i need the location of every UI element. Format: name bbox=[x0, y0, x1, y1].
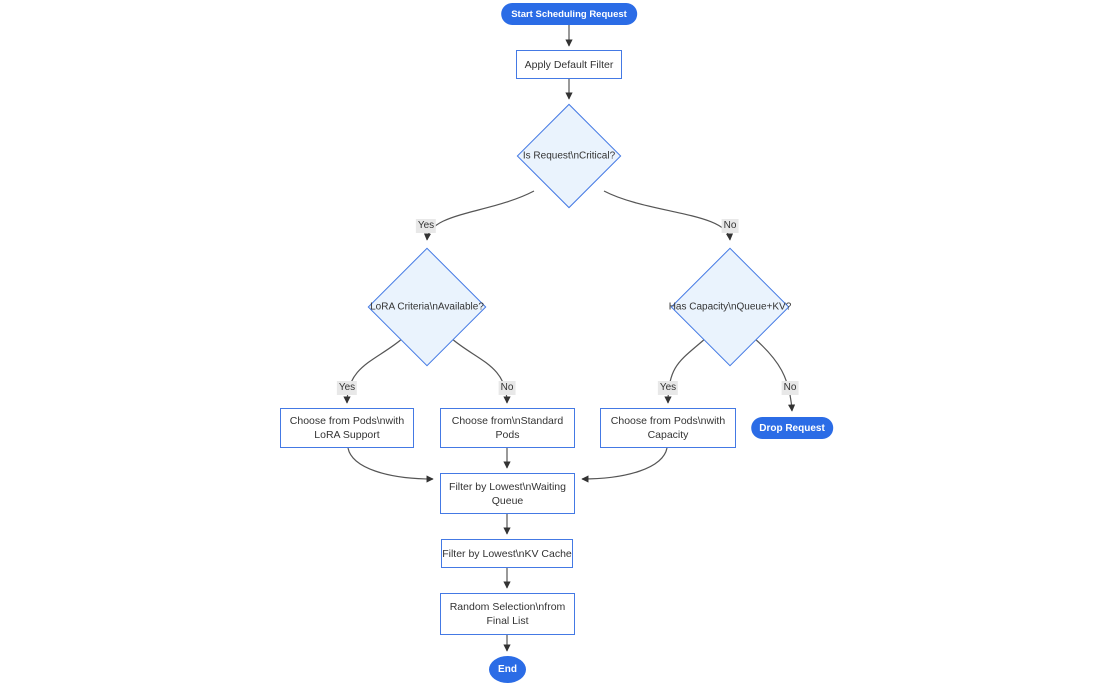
edge-label-capacity-no: No bbox=[781, 381, 799, 395]
node-start: Start Scheduling Request bbox=[501, 3, 637, 25]
node-filter-kv-cache: Filter by Lowest\nKV Cache bbox=[441, 539, 573, 568]
node-drop-request: Drop Request bbox=[751, 417, 833, 439]
node-end: End bbox=[489, 656, 526, 683]
node-label: Random Selection\nfrom bbox=[449, 601, 566, 613]
node-label: Has Capacity\nQueue+KV? bbox=[668, 301, 792, 313]
node-label: LoRA Criteria\nAvailable? bbox=[370, 301, 484, 313]
decision-has-capacity-queue-kv: Has Capacity\nQueue+KV? bbox=[669, 247, 791, 367]
edge-label-lora-no: No bbox=[498, 381, 516, 395]
node-label: Final List bbox=[486, 615, 529, 627]
node-label: Capacity bbox=[647, 429, 689, 441]
node-label: Queue bbox=[491, 494, 524, 507]
node-label: Choose from\nStandard bbox=[451, 415, 564, 427]
node-choose-lora-pods: Choose from Pods\nwith LoRA Support bbox=[280, 408, 414, 448]
edge-lorapods-to-filterqueue bbox=[347, 447, 434, 483]
node-label: Choose from Pods\nwith bbox=[289, 415, 405, 427]
node-label: Is Request\nCritical? bbox=[522, 150, 616, 162]
edge-label-critical-yes: Yes bbox=[415, 219, 437, 233]
edge-label-critical-no: No bbox=[721, 219, 739, 233]
node-filter-waiting-queue: Filter by Lowest\nWaiting Queue bbox=[440, 473, 575, 514]
node-label: Pods bbox=[495, 429, 520, 441]
node-choose-capacity-pods: Choose from Pods\nwith Capacity bbox=[600, 408, 736, 448]
edge-capacity-no bbox=[753, 337, 796, 412]
decision-lora-criteria-available: LoRA Criteria\nAvailable? bbox=[367, 247, 487, 367]
edge-critical-yes bbox=[423, 190, 535, 241]
edge-label-capacity-yes: Yes bbox=[657, 381, 679, 395]
node-label: Choose from Pods\nwith bbox=[610, 415, 726, 427]
node-apply-default-filter: Apply Default Filter bbox=[516, 50, 622, 79]
edge-capacitypods-to-filterqueue bbox=[581, 447, 668, 483]
node-label: Filter by Lowest\nWaiting bbox=[449, 480, 566, 493]
node-choose-standard-pods: Choose from\nStandard Pods bbox=[440, 408, 575, 448]
edge-critical-no bbox=[603, 190, 734, 241]
node-label: LoRA Support bbox=[314, 429, 380, 441]
node-random-selection: Random Selection\nfrom Final List bbox=[440, 593, 575, 635]
decision-is-request-critical: Is Request\nCritical? bbox=[516, 103, 622, 209]
node-label: Apply Default Filter bbox=[524, 58, 614, 71]
node-label: Filter by Lowest\nKV Cache bbox=[442, 547, 572, 560]
edge-label-lora-yes: Yes bbox=[336, 381, 358, 395]
